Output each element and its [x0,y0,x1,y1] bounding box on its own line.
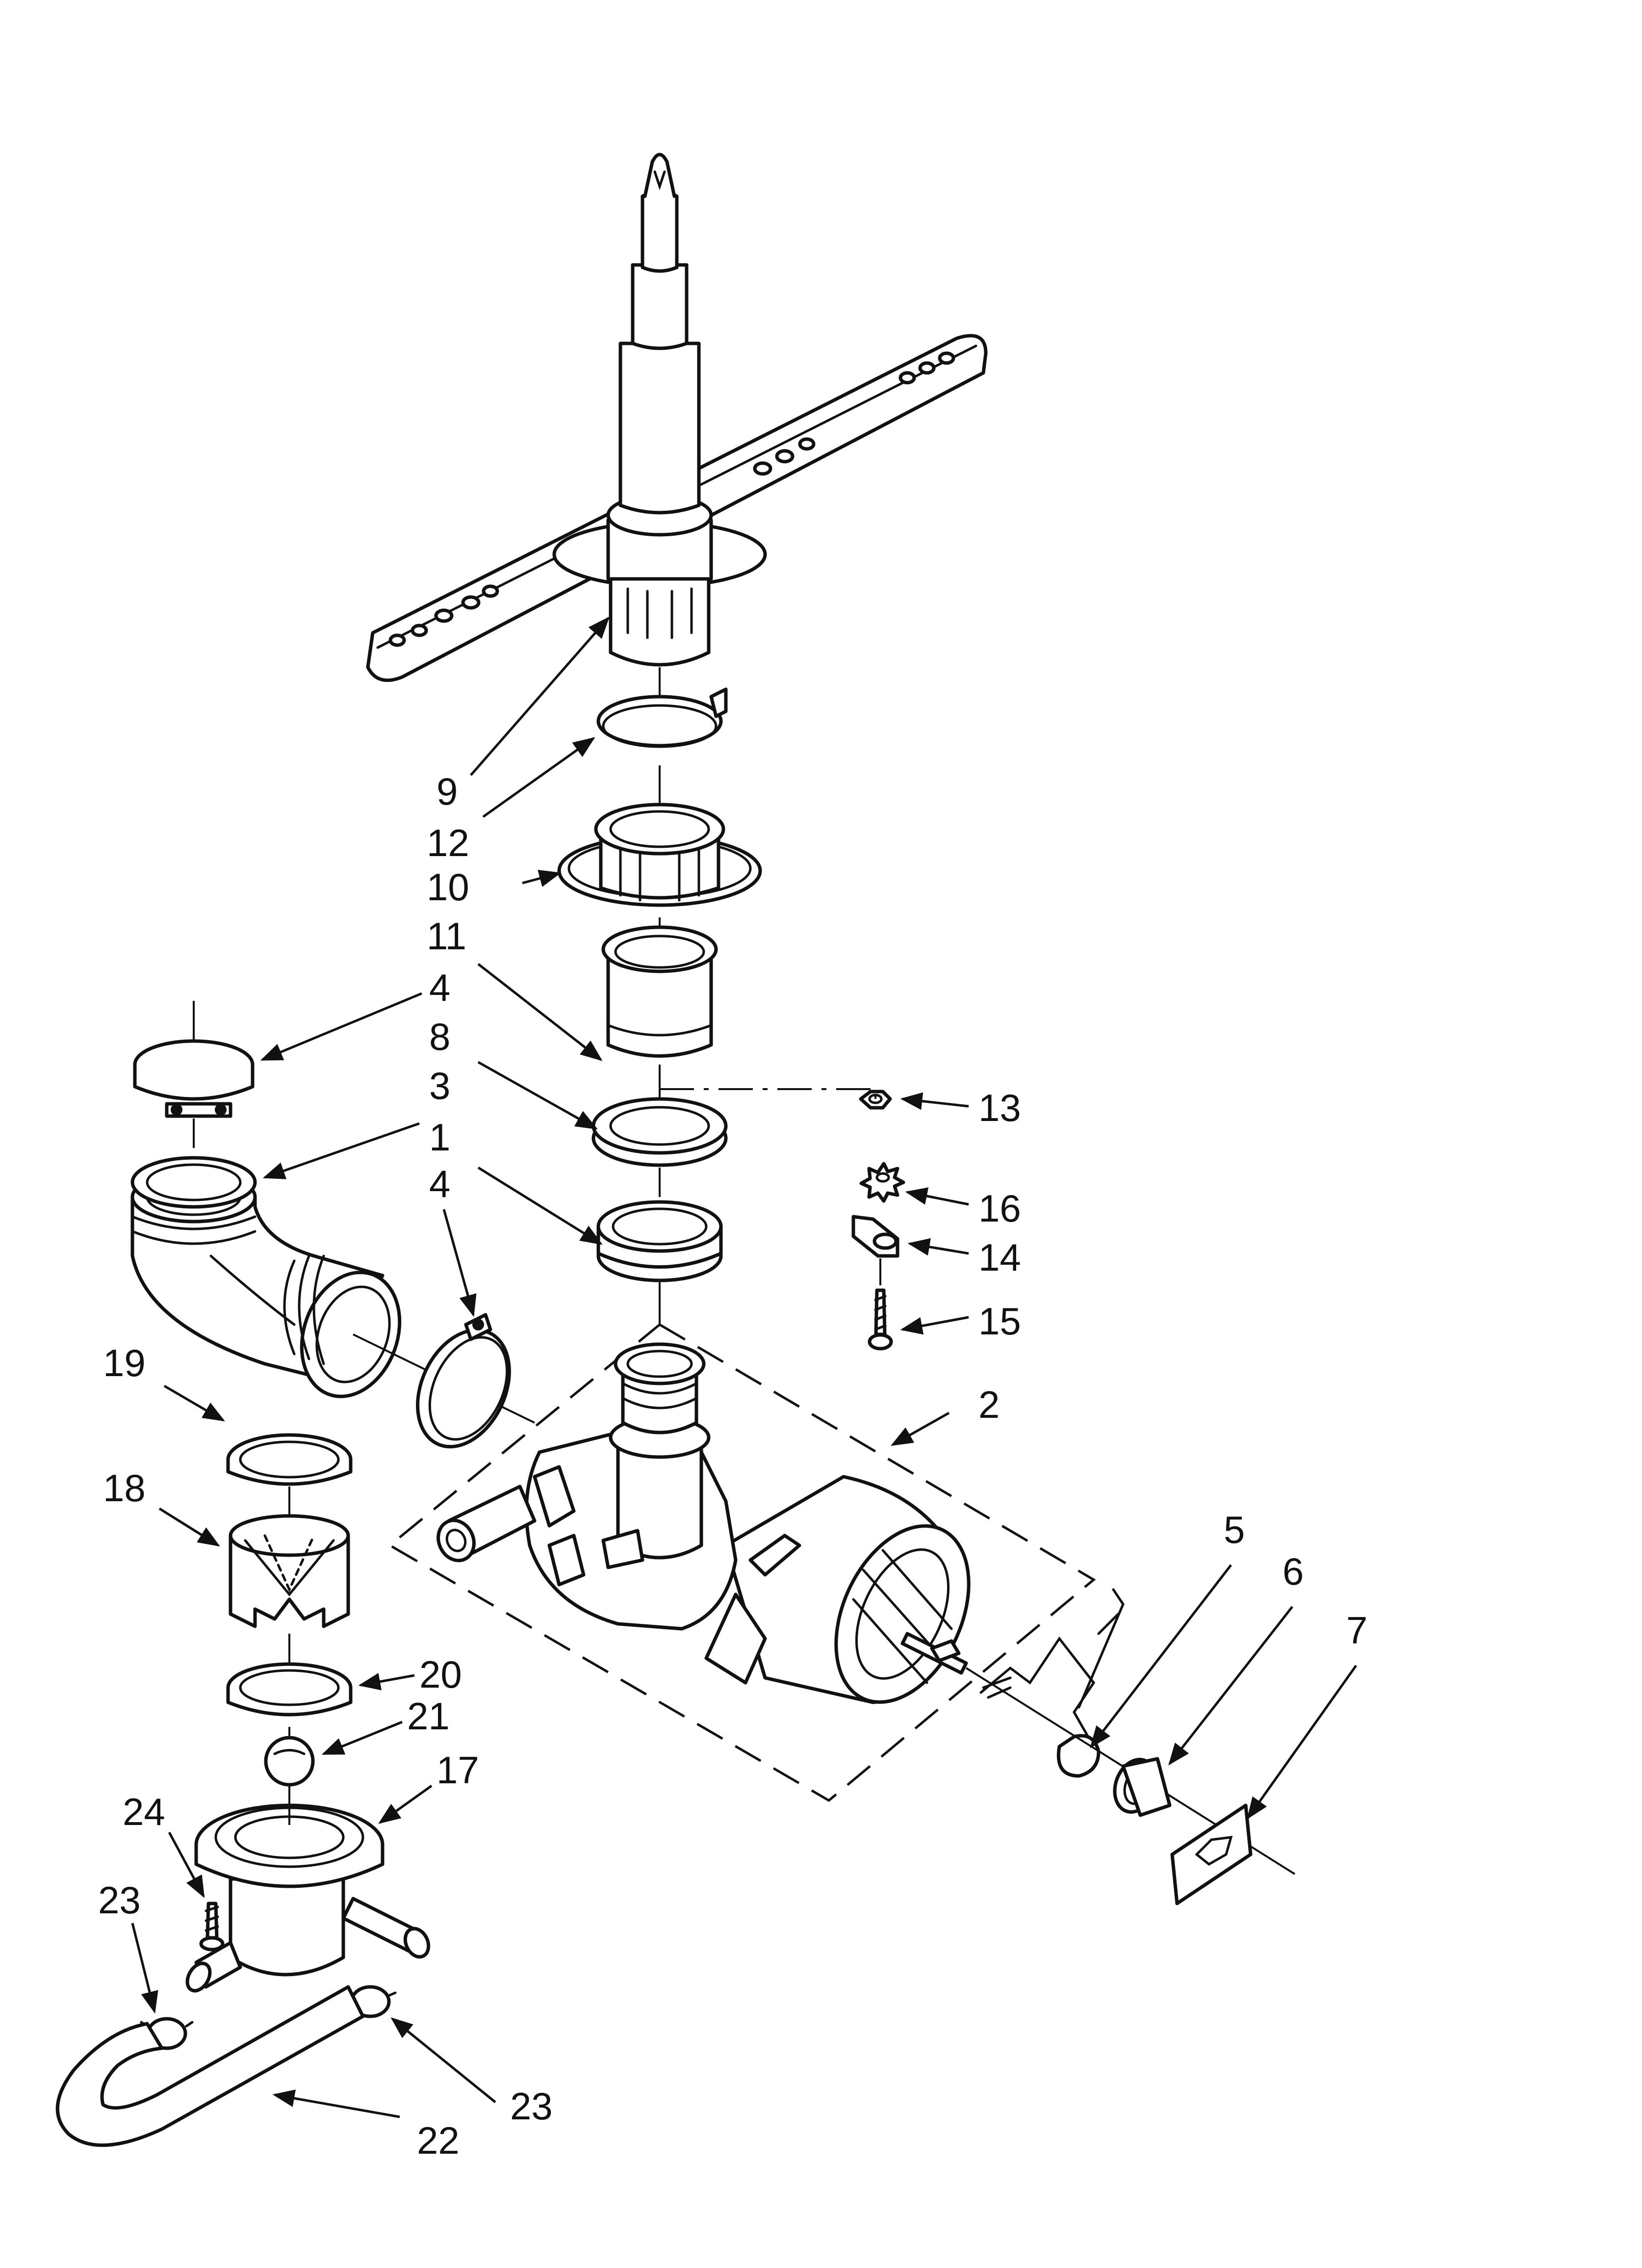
callout-22: 22 [417,2119,460,2162]
callout-12: 12 [427,821,469,864]
callout-4b: 4 [429,1162,450,1205]
part-15-screw [868,1258,893,1351]
part-6-plug [1113,1757,1172,1817]
part-21-check-ball [264,1727,315,1787]
part-24-screw [199,1902,225,1952]
callout-4a: 4 [429,966,450,1009]
callout-2: 2 [978,1383,1000,1426]
part-3-elbow-hose [130,1119,402,1398]
callout-13: 13 [978,1086,1021,1129]
callout-1: 1 [429,1116,450,1159]
callout-24: 24 [123,1790,165,1833]
part-2-pump-motor-outline [387,1323,1096,1802]
callout-8: 8 [429,1015,450,1058]
part-20-ring [226,1634,353,1717]
part-12-retaining-ring [596,687,728,748]
callout-21: 21 [407,1694,450,1738]
callout-18: 18 [103,1466,146,1510]
part-16-star-washer [859,1162,905,1203]
callout-labels: 9 12 10 11 4 8 3 1 4 13 16 14 15 2 19 18… [98,770,1367,2162]
part-1-seal [596,1200,723,1282]
callout-19: 19 [103,1341,146,1384]
callout-11: 11 [427,914,466,958]
callout-14: 14 [978,1236,1021,1279]
part-7-gasket [1170,1803,1253,1905]
part-14-bracket [851,1215,899,1258]
callout-15: 15 [978,1300,1021,1343]
hardware-centerline [660,1088,876,1101]
part-17-check-valve-housing [185,1786,431,1993]
callout-16: 16 [978,1187,1021,1230]
part-2-pump-motor-assembly [436,1342,971,1704]
part-10-hub-seal-manifold [557,803,762,907]
callout-9: 9 [436,770,458,813]
part-4-lower-clamp [416,1313,511,1449]
leader-lines [131,616,1358,2118]
callout-17: 17 [436,1748,479,1792]
callout-23b: 23 [510,2085,553,2128]
part-18-filter [229,1486,350,1628]
callout-10: 10 [427,865,469,909]
callout-7: 7 [1346,1609,1367,1652]
part-8-bearing-ring [591,1097,728,1167]
part-9-lower-spray-arm [366,153,988,682]
callout-5: 5 [1224,1508,1245,1551]
callout-23a: 23 [98,1878,141,1922]
callout-20: 20 [419,1653,462,1696]
part-4-upper-clamp [133,1001,255,1118]
part-11-sleeve [601,925,718,1058]
part-13-nut [859,1090,892,1110]
callout-6: 6 [1283,1550,1304,1593]
part-5-wire-spring [979,1588,1125,1778]
callout-3: 3 [429,1064,450,1107]
part-22-drain-hose [55,1985,365,2147]
part-19-seal-ring [226,1433,353,1486]
